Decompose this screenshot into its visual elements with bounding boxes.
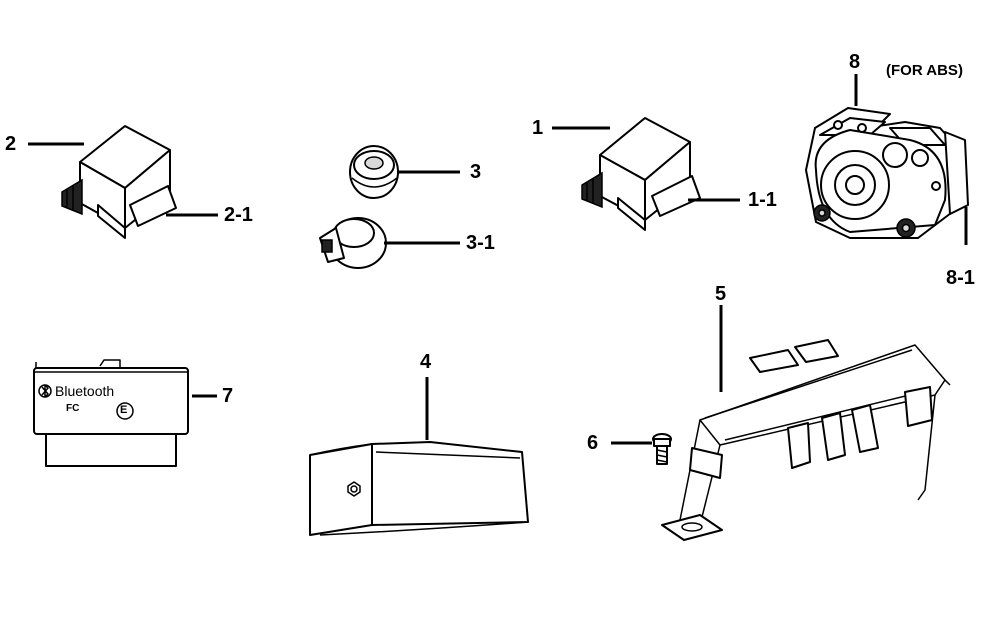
note-for-abs: (FOR ABS) <box>886 62 963 79</box>
callout-8: 8 <box>849 51 861 73</box>
callout-4: 4 <box>420 351 432 373</box>
part-3-grommet <box>349 145 399 199</box>
part-7-bluetooth-module <box>33 359 189 467</box>
module-bluetooth-label: Bluetooth <box>55 383 115 399</box>
fcc-mark-icon: FC <box>66 403 80 414</box>
callout-2: 2 <box>5 133 17 155</box>
part-3-1-cap <box>319 217 387 269</box>
callout-3-1: 3-1 <box>466 232 495 254</box>
callout-1-1: 1-1 <box>748 189 777 211</box>
callout-7: 7 <box>222 385 234 407</box>
callout-8-1: 8-1 <box>946 267 975 289</box>
part-1-relay <box>581 117 701 231</box>
callout-1: 1 <box>532 117 544 139</box>
part-6-bolt <box>652 433 672 465</box>
part-5-frame <box>661 339 951 541</box>
callout-3: 3 <box>470 161 482 183</box>
callout-2-1: 2-1 <box>224 204 253 226</box>
part-4-cover <box>309 441 529 536</box>
part-8-abs-unit <box>805 107 969 239</box>
ce-mark-icon: E <box>120 404 128 416</box>
callout-6: 6 <box>587 432 599 454</box>
part-2-relay <box>61 125 177 239</box>
callout-5: 5 <box>715 283 727 305</box>
